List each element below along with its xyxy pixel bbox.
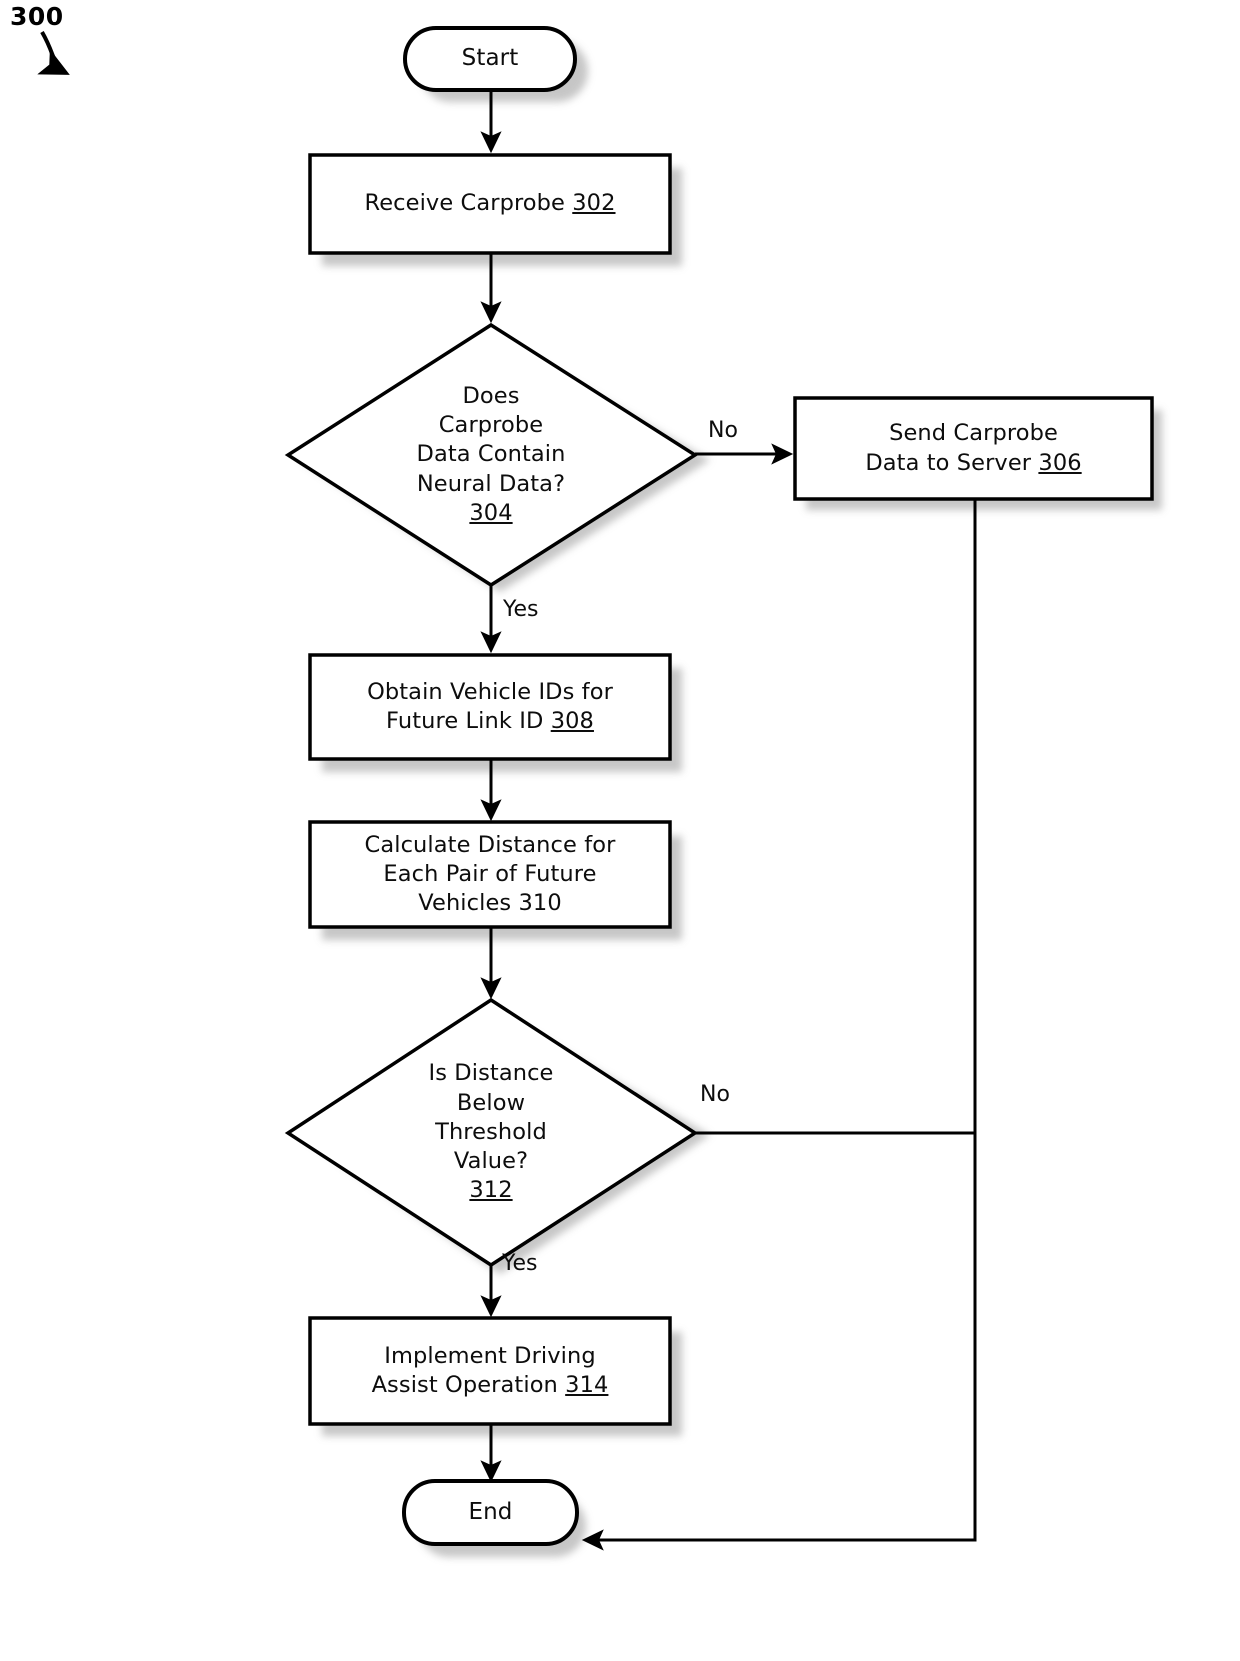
node-decision-threshold (284, 997, 699, 1268)
edge-label-neural-yes: Yes (503, 597, 539, 622)
connectors (480, 88, 977, 1551)
edge-label-threshold-no: No (700, 1082, 730, 1107)
figure-leader-arrow (37, 30, 70, 75)
figure-number: 300 (10, 2, 64, 31)
node-implement-assist (308, 1316, 672, 1426)
edge-label-threshold-yes: Yes (502, 1251, 538, 1276)
node-receive-carprobe (308, 153, 672, 255)
node-end (402, 1479, 579, 1546)
node-start (403, 26, 577, 92)
node-calculate-distance (308, 820, 672, 929)
node-obtain-vehicle-ids (308, 653, 672, 761)
edge-306-to-end (581, 500, 977, 1551)
node-send-to-server (793, 396, 1154, 501)
edge-label-neural-no: No (708, 418, 738, 443)
node-decision-neural (284, 322, 699, 588)
